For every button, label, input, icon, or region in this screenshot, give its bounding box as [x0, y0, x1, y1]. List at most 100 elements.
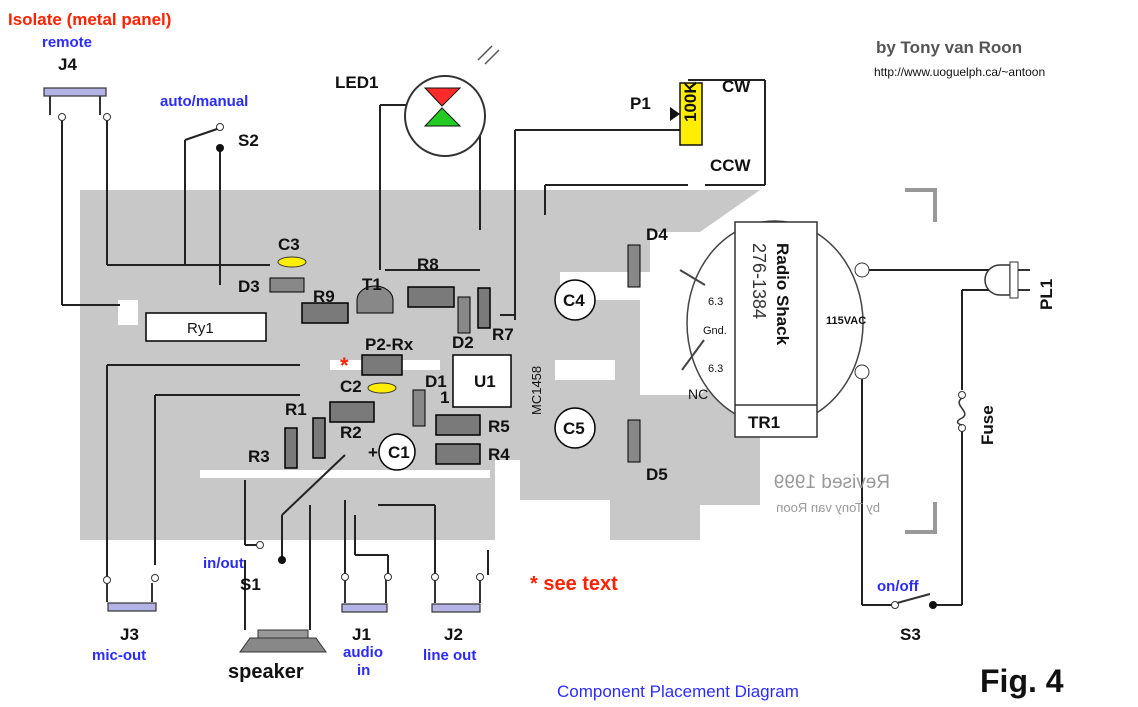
pot-p2	[361, 354, 403, 376]
revised-label: Revised 1999	[774, 472, 890, 493]
u1-pin-label: 1	[440, 388, 449, 407]
diode-d2	[457, 296, 471, 334]
cw-label: CW	[722, 77, 751, 96]
t1-label: T1	[362, 275, 382, 294]
url-label: http://www.uoguelph.ca/~antoon	[874, 65, 1045, 79]
capacitor-c1	[378, 433, 416, 471]
board-components	[145, 244, 641, 471]
pot-p1	[670, 82, 703, 146]
diode-d3	[269, 277, 305, 293]
tr-63b-label: 6.3	[708, 363, 723, 375]
r2-label: R2	[340, 423, 362, 442]
wiring	[61, 79, 995, 630]
d1-label: D1	[425, 372, 447, 391]
revised-mirrored-text: Revised 1999 by Tony van Roon	[774, 472, 890, 515]
s3-label: S3	[900, 625, 921, 644]
asterisk-label: *	[340, 353, 349, 378]
switch-s2	[216, 123, 224, 152]
resistor-r5	[435, 414, 481, 436]
tr1-label: TR1	[748, 413, 780, 432]
transistor-t1	[356, 285, 394, 314]
jack-j3	[103, 574, 159, 612]
led1-label: LED1	[335, 73, 378, 92]
in-label: in	[357, 662, 370, 679]
resistor-r7	[477, 287, 491, 329]
r5-label: R5	[488, 417, 510, 436]
plug-pl1	[984, 261, 1030, 299]
c1-label: C1	[388, 443, 410, 462]
jack-j2	[431, 573, 484, 613]
c5-label: C5	[563, 419, 585, 438]
caption-label: Component Placement Diagram	[557, 682, 799, 701]
d4-label: D4	[646, 225, 668, 244]
d3-label: D3	[238, 277, 260, 296]
mic-out-label: mic-out	[92, 647, 146, 664]
pl1-label: PL1	[1037, 279, 1056, 310]
j1-label: J1	[352, 625, 371, 644]
jack-j4	[43, 87, 111, 121]
relay-ry1	[145, 312, 267, 342]
tr-gnd-label: Gnd.	[703, 325, 727, 337]
j4-label: J4	[58, 55, 77, 74]
p1-label: P1	[630, 94, 651, 113]
r9-label: R9	[313, 287, 335, 306]
ry1-label: Ry1	[187, 320, 214, 337]
j2-label: J2	[444, 625, 463, 644]
resistor-r4	[435, 443, 481, 465]
diode-d4	[627, 244, 641, 288]
s2-label: S2	[238, 131, 259, 150]
capacitor-c5	[554, 407, 596, 449]
resistor-r3	[284, 427, 298, 469]
u1-label: U1	[474, 372, 496, 391]
author-label: by Tony van Roon	[876, 38, 1022, 57]
tr-63a-label: 6.3	[708, 296, 723, 308]
auto-manual-label: auto/manual	[160, 93, 248, 110]
fuse	[956, 391, 966, 432]
diode-d1	[412, 389, 426, 427]
r4-label: R4	[488, 445, 510, 464]
transformer-outline-brackets	[905, 188, 937, 534]
tr-nc-label: NC	[688, 386, 708, 402]
jack-j1	[341, 573, 392, 613]
figure-label: Fig. 4	[980, 663, 1064, 699]
s1-label: S1	[240, 575, 261, 594]
resistor-r9	[301, 302, 349, 324]
audio-label: audio	[343, 644, 383, 661]
switch-s3	[891, 593, 937, 609]
transformer-tr1	[679, 220, 870, 438]
resistor-r1	[329, 401, 375, 423]
c4-label: C4	[563, 291, 585, 310]
r3-label: R3	[248, 447, 270, 466]
isolate-label: Isolate (metal panel)	[8, 10, 171, 29]
revised-by-label: by Tony van Roon	[776, 500, 880, 515]
fuse-label: Fuse	[978, 405, 997, 445]
switch-s1	[256, 541, 286, 564]
d5-label: D5	[646, 465, 668, 484]
ic-u1	[452, 354, 512, 408]
led1	[404, 45, 500, 157]
c1-plus-label: +	[368, 443, 378, 462]
speaker-label: speaker	[228, 661, 304, 683]
mc1458-label: MC1458	[529, 366, 544, 415]
resistor-r8	[407, 286, 455, 308]
ccw-label: CCW	[710, 156, 752, 175]
see-text-label: * see text	[530, 573, 618, 595]
p2-label: P2-Rx	[365, 335, 414, 354]
c3-label: C3	[278, 235, 300, 254]
vac-label: 115VAC	[826, 315, 866, 327]
p1-value-label: 100K	[681, 81, 700, 122]
capacitor-c4	[554, 279, 596, 321]
r7-label: R7	[492, 325, 514, 344]
r1-label: R1	[285, 400, 307, 419]
j3-label: J3	[120, 625, 139, 644]
r8-label: R8	[417, 255, 439, 274]
speaker	[239, 629, 327, 653]
tr-part-number-label: 276-1384	[749, 243, 769, 319]
tr-brand-label: Radio Shack	[773, 243, 792, 346]
d2-label: D2	[452, 333, 474, 352]
diode-d5	[627, 419, 641, 463]
remote-label: remote	[42, 34, 92, 51]
c2-label: C2	[340, 377, 362, 396]
capacitor-c2	[367, 382, 397, 394]
